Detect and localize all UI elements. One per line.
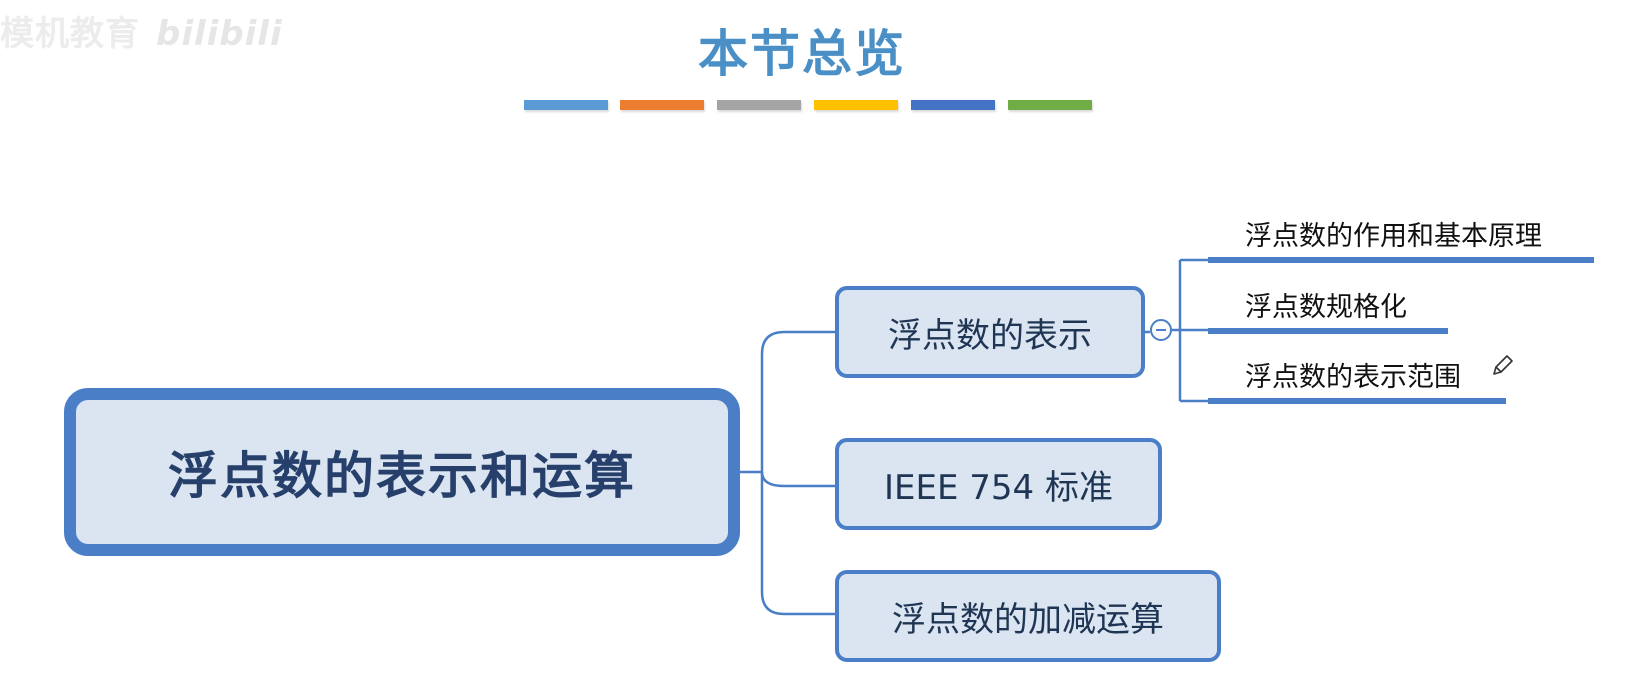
watermark: 模机教育 bilibili xyxy=(0,6,283,55)
connector-root-to-branch-3 xyxy=(760,472,835,616)
connector-subtopic-trunk xyxy=(1172,260,1182,401)
color-bar-4 xyxy=(814,100,898,110)
subtopic-range[interactable]: 浮点数的表示范围 xyxy=(1245,362,1461,393)
pencil-icon[interactable] xyxy=(1490,352,1516,378)
subtopic-normalization[interactable]: 浮点数规格化 xyxy=(1245,292,1407,323)
connector-root-to-branch-1 xyxy=(740,330,835,474)
color-bar-6 xyxy=(1008,100,1092,110)
branch-label: 浮点数的表示 xyxy=(888,315,1092,356)
bilibili-logo: bilibili xyxy=(156,14,283,54)
color-bar-5 xyxy=(911,100,995,110)
root-node-label: 浮点数的表示和运算 xyxy=(168,447,636,505)
branch-label: IEEE 754 标准 xyxy=(884,467,1113,508)
subtopic-underline xyxy=(1208,398,1506,404)
branch-node-float-representation[interactable]: 浮点数的表示 xyxy=(835,286,1145,378)
root-node[interactable]: 浮点数的表示和运算 xyxy=(64,388,740,556)
color-bar-3 xyxy=(717,100,801,110)
color-bar-1 xyxy=(524,100,608,110)
branch-node-float-add-sub[interactable]: 浮点数的加减运算 xyxy=(835,570,1221,662)
subtopic-underline xyxy=(1208,257,1594,263)
subtopic-underline xyxy=(1208,328,1448,334)
branch-label: 浮点数的加减运算 xyxy=(892,599,1164,640)
page-title: 本节总览 xyxy=(698,25,906,83)
watermark-text: 模机教育 xyxy=(0,14,140,54)
subtopic-purpose-principle[interactable]: 浮点数的作用和基本原理 xyxy=(1245,221,1542,252)
branch-node-ieee754[interactable]: IEEE 754 标准 xyxy=(835,438,1162,530)
connector-root-to-branch-2 xyxy=(760,471,835,488)
collapse-minus-icon[interactable] xyxy=(1150,319,1172,341)
color-bar-2 xyxy=(620,100,704,110)
